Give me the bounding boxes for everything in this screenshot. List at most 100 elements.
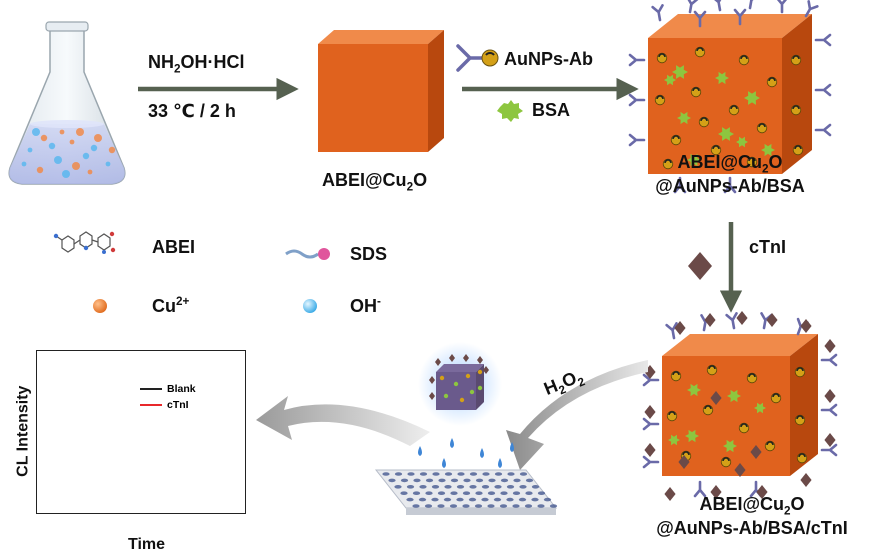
bsa-mark (715, 71, 729, 85)
plate-well (412, 491, 421, 496)
antibody-mark (733, 8, 747, 26)
abei-molecule-icon (53, 231, 116, 254)
legend-swatch-blank (140, 388, 162, 390)
ctni-mark (704, 313, 716, 327)
plate-well (519, 472, 528, 476)
small-cube-particle (477, 369, 483, 375)
plate-well (437, 504, 445, 508)
plate-well (419, 485, 427, 489)
plate-well (507, 472, 515, 476)
ctni-mark (750, 445, 762, 459)
gold-nanoparticle-shade (672, 371, 680, 376)
flask-particle (62, 170, 70, 178)
cube-abei-cu2o (318, 30, 444, 152)
antibody-mark (651, 4, 664, 22)
bsa-mark (718, 127, 734, 141)
reagent-drop (418, 446, 422, 456)
flask-particle (87, 169, 93, 175)
ctni-mark (674, 321, 686, 335)
plate-well (506, 485, 515, 489)
small-cube-ctni (483, 366, 489, 374)
flask-particle (27, 147, 33, 153)
plate-well (413, 478, 421, 483)
plate-well (463, 478, 471, 483)
ctni-mark (710, 391, 722, 405)
flask-particle (72, 162, 80, 170)
ctni-mark (824, 339, 836, 353)
reagent-drop (510, 442, 514, 452)
antibody-mark (725, 312, 738, 330)
reagent-drop (442, 458, 446, 468)
plate-well (425, 491, 433, 496)
flask-particle (90, 144, 98, 152)
gold-nanoparticle-shade (682, 451, 690, 456)
antibody-mark (804, 0, 819, 18)
plate-well (462, 491, 471, 496)
ctni-mark (664, 487, 676, 501)
arrow-h2o2 (506, 360, 648, 470)
gold-nanoparticle-shade (664, 159, 672, 164)
plate-well (394, 472, 403, 476)
ctni-mark (644, 405, 656, 419)
plate-well (468, 497, 477, 502)
bsa-mark (664, 74, 676, 86)
plate-well (494, 485, 502, 489)
flask-particle (32, 128, 40, 136)
plate-well (412, 504, 420, 508)
gold-nanoparticle-shade (672, 135, 680, 140)
plate-well (382, 472, 390, 476)
legend-oh-label: OH- (350, 295, 381, 316)
plate-well (456, 497, 464, 502)
ctni-mark (736, 311, 748, 325)
antibody-mark (628, 53, 646, 67)
bsa-mark (736, 136, 748, 148)
gold-nanoparticle-shade (704, 405, 712, 410)
ctni-mark (710, 485, 722, 499)
gold-nanoparticle-shade (772, 393, 780, 398)
chart-xlabel: Time (128, 536, 166, 553)
gold-nanoparticle-shade (792, 55, 800, 60)
chart-frame (36, 350, 246, 514)
ctni-mark (756, 485, 768, 499)
plate-well (531, 497, 539, 502)
plate-well (481, 497, 489, 502)
plate-well (499, 504, 508, 508)
sds-icon (285, 248, 330, 260)
bsa-mark (761, 143, 775, 157)
arrow-to-chart (256, 396, 430, 446)
plate-well (418, 497, 427, 502)
antibody-mark (673, 176, 687, 194)
plate-well (437, 491, 446, 496)
small-cube-ctni (463, 354, 469, 362)
plate-well (469, 472, 478, 476)
reagent-bsa: BSA (532, 100, 571, 120)
plate-well (406, 497, 414, 502)
gold-nanoparticle-shade (768, 77, 776, 82)
ctni-mark (734, 463, 746, 477)
bsa-mark (677, 111, 691, 125)
microplate (374, 438, 558, 515)
gold-nanoparticle-shade (740, 423, 748, 428)
reagent-aunps-ab: AuNPs-Ab (504, 49, 593, 69)
plate-well (518, 497, 527, 502)
antibody-mark (693, 10, 707, 28)
plate-well (449, 504, 458, 508)
ctni-mark (644, 443, 656, 457)
ctni-mark (766, 313, 778, 327)
plate-well (525, 491, 533, 496)
legend-sds-label: SDS (350, 244, 388, 264)
reaction-condition: 33 ℃ / 2 h (148, 101, 236, 121)
plate-well (444, 472, 453, 476)
product-with-ctni: ABEI@Cu2O@AuNPs-Ab/BSA/cTnI (656, 494, 848, 539)
legend-swatch-ctni (140, 404, 162, 406)
ctni-mark (678, 455, 690, 469)
plate-well (487, 504, 495, 508)
gold-nanoparticle-shade (796, 367, 804, 372)
bsa-icon (497, 100, 523, 122)
small-cube-particle (453, 381, 459, 387)
antibody-mark (628, 93, 646, 107)
plate-well (500, 478, 509, 483)
cube-with-ctni (642, 311, 838, 501)
gold-nanoparticle-shade (700, 117, 708, 122)
ctni-mark (824, 389, 836, 403)
